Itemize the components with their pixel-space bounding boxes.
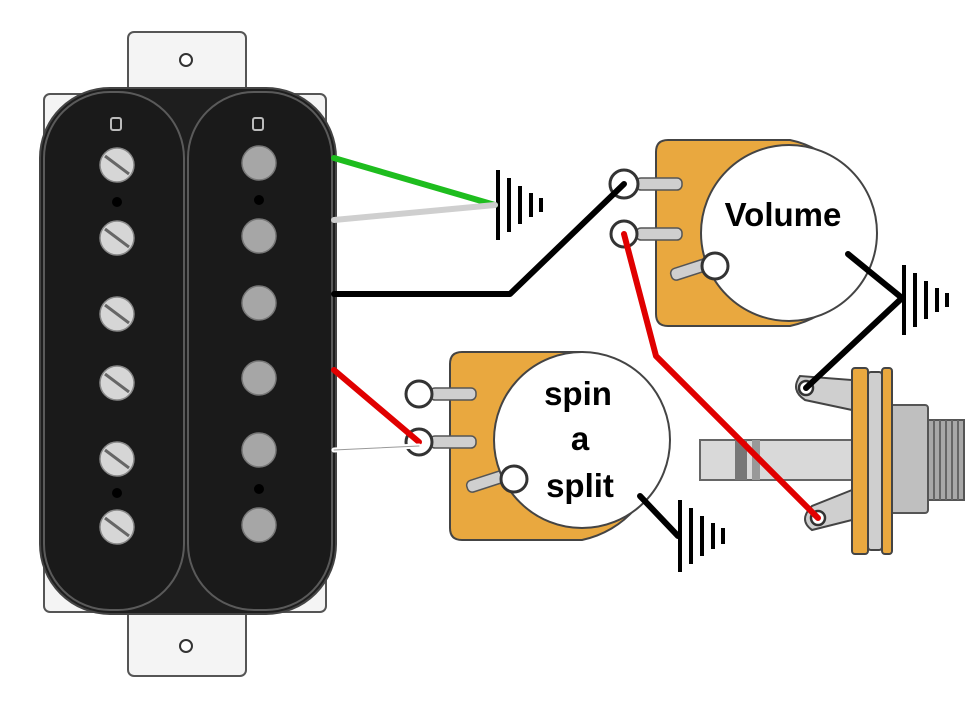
- screw-pole: [99, 509, 135, 545]
- screw-pole: [99, 296, 135, 332]
- mounting-hole-bottom: [179, 639, 193, 653]
- wire-white-pickup-outline: [333, 445, 420, 451]
- wire-black-pickup: [331, 181, 627, 297]
- pole-dot: [112, 197, 122, 207]
- humbucker-pickup: [39, 31, 337, 677]
- slug-pole: [241, 218, 277, 254]
- coil-screw-side: [43, 91, 185, 611]
- volume-pot-shaft: [700, 144, 878, 322]
- spin-a-split-pot: spin a split: [404, 351, 671, 541]
- volume-lug-1: [635, 177, 683, 191]
- split-lug-1-eye: [404, 379, 434, 409]
- split-lug-2: [429, 435, 477, 449]
- split-label-line2: a: [571, 420, 590, 457]
- pole-dot: [254, 484, 264, 494]
- ground-symbol-volume: [902, 265, 949, 335]
- slug-poles: [241, 145, 277, 543]
- coil-marker-left: [110, 117, 122, 131]
- screw-pole: [99, 441, 135, 477]
- wires: [331, 155, 905, 539]
- jack-washer: [851, 367, 869, 555]
- wire-red-volume-jack: [621, 231, 821, 521]
- wire-black-volume-ground: [845, 251, 905, 301]
- split-label-line1: spin: [544, 375, 612, 412]
- pole-dot: [254, 195, 264, 205]
- wire-green: [331, 155, 498, 208]
- mounting-hole-top: [179, 53, 193, 67]
- screw-pole: [99, 365, 135, 401]
- split-pot-shaft: [493, 351, 671, 529]
- split-lug-3-eye: [499, 464, 529, 494]
- ground-symbol-split: [678, 500, 725, 572]
- jack-washer: [881, 367, 893, 555]
- volume-label: Volume: [725, 196, 842, 233]
- ground-symbol-pickup: [496, 170, 543, 240]
- volume-lug-3-eye: [700, 251, 730, 281]
- coil-slug-side: [187, 91, 333, 611]
- wire-bare: [331, 202, 498, 223]
- jack-barrel: [699, 439, 871, 481]
- screw-pole: [99, 147, 135, 183]
- screw-poles: [99, 147, 135, 545]
- slug-pole: [241, 432, 277, 468]
- jack-barrel-band: [735, 440, 747, 480]
- slug-pole: [241, 507, 277, 543]
- wire-red-pickup: [331, 367, 422, 445]
- slug-pole: [241, 285, 277, 321]
- jack-thread-lines: [933, 420, 959, 500]
- wire-black-split-ground: [637, 493, 681, 539]
- slug-pole: [241, 360, 277, 396]
- jack-washer: [867, 371, 883, 551]
- pole-dot: [112, 488, 122, 498]
- screw-pole: [99, 220, 135, 256]
- output-jack: [699, 367, 965, 555]
- wire-black-jack-ground: [803, 295, 905, 391]
- jack-nut: [889, 404, 929, 514]
- split-label-line3: split: [546, 467, 614, 504]
- coil-marker-right: [252, 117, 264, 131]
- split-lug-1: [429, 387, 477, 401]
- volume-lug-2: [635, 227, 683, 241]
- slug-pole: [241, 145, 277, 181]
- volume-pot: Volume: [608, 139, 878, 327]
